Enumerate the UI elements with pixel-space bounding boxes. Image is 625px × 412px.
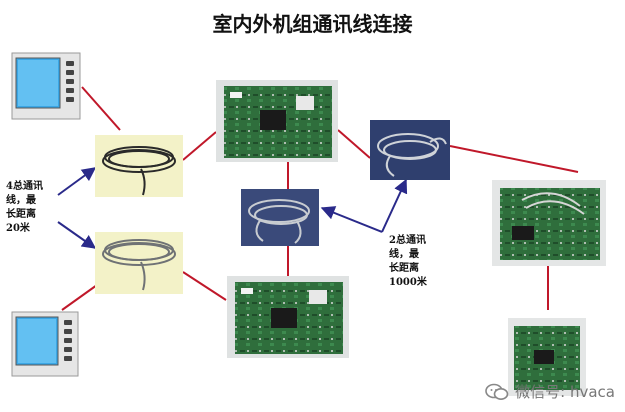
cable-coil-left-bottom — [95, 232, 183, 294]
outdoor-pcb-small — [508, 318, 586, 396]
arrow-note-to-cablemid — [320, 206, 383, 233]
left-cable-note: 4总通讯 线，最 长距离 20米 — [6, 181, 43, 234]
arrow-note-to-cable2 — [57, 221, 97, 249]
line-cableright-outdoor — [449, 145, 579, 173]
line-pcb1-cableright — [337, 129, 371, 159]
arrow-note-to-cable1 — [57, 167, 97, 196]
indoor-pcb-top — [216, 80, 338, 162]
outdoor-pcb — [492, 180, 606, 266]
indoor-pcb-bottom — [227, 276, 349, 358]
wechat-icon — [485, 383, 509, 400]
line-controller2-cable2 — [61, 284, 98, 311]
line-cable1-pcb1 — [182, 131, 217, 161]
cable-coil-middle — [241, 189, 319, 246]
arrow-note-to-cableright — [381, 178, 408, 233]
wall-controller-top — [11, 52, 81, 120]
right-cable-note: 2总通讯 线，最 长距离 1000米 — [389, 235, 427, 288]
connection-lines — [57, 86, 579, 311]
page-title: 室内外机组通讯线连接 — [212, 12, 413, 36]
line-controller1-cable1 — [81, 86, 121, 131]
cable-coil-left-top — [95, 135, 183, 197]
wall-controller-bottom — [11, 311, 79, 377]
watermark-text: 微信号: hvaca — [515, 383, 615, 401]
line-cable2-pcb2 — [182, 271, 227, 301]
watermark: 微信号: hvaca — [485, 381, 615, 402]
cable-coil-right — [370, 120, 450, 180]
